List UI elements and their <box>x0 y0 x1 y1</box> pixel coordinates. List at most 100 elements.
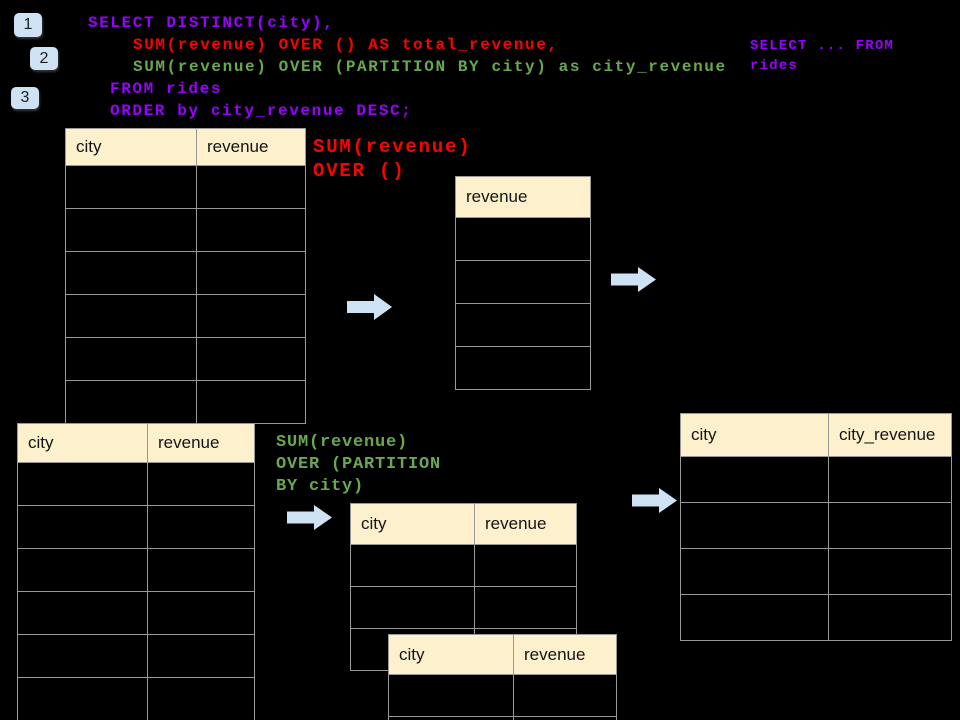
table-cell <box>513 716 617 720</box>
sql-line-from: FROM rides <box>110 80 223 98</box>
sql-line-select: SELECT DISTINCT(city), <box>88 14 335 32</box>
arrow-right-icon <box>287 505 332 530</box>
table-cell <box>680 502 829 549</box>
table-row <box>65 165 306 209</box>
table-row <box>680 502 952 549</box>
table-row <box>680 548 952 595</box>
table-cell <box>455 260 591 304</box>
table-cell <box>513 674 617 717</box>
column-header: revenue <box>474 503 577 545</box>
side-code-line-1: SELECT ... FROM <box>750 38 895 54</box>
table-row <box>65 337 306 381</box>
table-cell <box>147 462 255 506</box>
step-badge-2: 2 <box>30 47 58 70</box>
table-row <box>65 380 306 424</box>
table-cell <box>17 505 148 549</box>
table-row <box>680 594 952 641</box>
column-header: city_revenue <box>828 413 952 457</box>
table-row <box>17 677 255 720</box>
table-row <box>455 346 591 390</box>
table-cell <box>388 716 514 720</box>
table-cell <box>65 337 197 381</box>
table-cell <box>147 591 255 635</box>
table-row <box>388 716 617 720</box>
table-total-revenue-result: revenue <box>455 176 591 390</box>
table-row <box>17 591 255 635</box>
table-cell <box>65 208 197 252</box>
table-cell <box>455 217 591 261</box>
column-header: city <box>680 413 829 457</box>
column-header: revenue <box>196 128 306 166</box>
table-cell <box>388 674 514 717</box>
table-cell <box>147 548 255 592</box>
table-cell <box>147 634 255 678</box>
table-row <box>455 260 591 304</box>
table-cell <box>147 677 255 720</box>
annotation-line: OVER () <box>313 160 406 182</box>
table-cell <box>196 208 306 252</box>
table-cell <box>196 294 306 338</box>
column-header: city <box>350 503 475 545</box>
arrow-right-icon <box>632 488 677 513</box>
side-code-line-2: rides <box>750 58 799 74</box>
table-cell <box>196 380 306 424</box>
table-cell <box>828 548 952 595</box>
table-row <box>388 674 617 717</box>
table-row <box>350 544 577 587</box>
step-badge-label: 2 <box>39 49 49 67</box>
table-cell <box>65 294 197 338</box>
table-cell <box>680 456 829 503</box>
table-row <box>680 456 952 503</box>
annotation-line: OVER (PARTITION <box>276 455 442 474</box>
table-cell <box>455 303 591 347</box>
table-row <box>65 294 306 338</box>
column-header: city <box>65 128 197 166</box>
table-row <box>17 634 255 678</box>
table-cell <box>196 337 306 381</box>
table-cell <box>196 251 306 295</box>
table-cell <box>65 251 197 295</box>
arrow-right-icon <box>611 267 656 292</box>
table-cell <box>196 165 306 209</box>
annotation-line: SUM(revenue) <box>276 433 409 452</box>
sql-line-order-by: ORDER by city_revenue DESC; <box>110 102 413 120</box>
table-row <box>455 303 591 347</box>
table-header-row: revenue <box>455 176 591 218</box>
table-row <box>65 208 306 252</box>
table-cell <box>680 594 829 641</box>
column-header: revenue <box>513 634 617 675</box>
table-cell <box>65 165 197 209</box>
table-row <box>350 586 577 629</box>
table-cell <box>350 586 475 629</box>
table-cell <box>17 634 148 678</box>
table-cell <box>147 505 255 549</box>
table-cell <box>474 586 577 629</box>
table-cell <box>17 548 148 592</box>
column-header: revenue <box>147 423 255 463</box>
sql-line-city-revenue: SUM(revenue) OVER (PARTITION BY city) as… <box>133 58 727 76</box>
table-row <box>455 217 591 261</box>
table-cell <box>350 544 475 587</box>
step-badge-label: 1 <box>23 16 33 33</box>
column-header: city <box>388 634 514 675</box>
table-cell <box>474 544 577 587</box>
arrow-right-icon <box>347 294 392 320</box>
table-cell <box>455 346 591 390</box>
annotation-line: SUM(revenue) <box>313 136 472 158</box>
table-row <box>17 505 255 549</box>
column-header: city <box>17 423 148 463</box>
table-cell <box>65 380 197 424</box>
step-badge-1: 1 <box>14 13 42 37</box>
step-badge-3: 3 <box>11 87 39 109</box>
table-row <box>17 548 255 592</box>
step-badge-label: 3 <box>20 89 30 106</box>
column-header: revenue <box>455 176 591 218</box>
